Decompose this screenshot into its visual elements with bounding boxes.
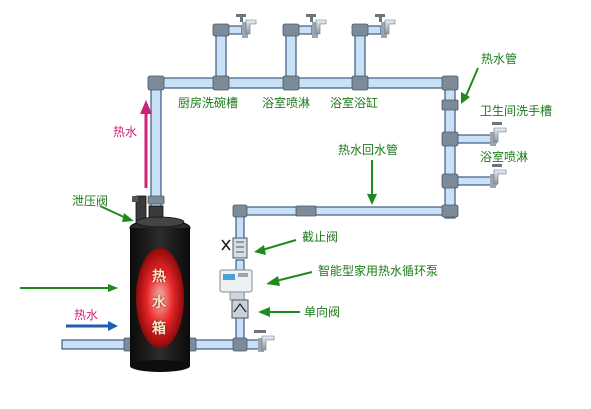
stop-valve-pointer-icon [254,239,297,255]
hot-water-in-arrow-icon [66,321,118,331]
hot-water-supply-pipe [150,25,497,221]
faucet-wash-basin-icon [490,122,507,146]
faucet-kitchen-icon [236,14,257,38]
label-pump: 智能型家用热水循环泵 [318,264,439,278]
faucet-shower-right-icon [490,164,507,188]
label-pressure-valve: 泄压阀 [72,194,109,208]
pressure-valve-pointer-icon [99,205,134,222]
label-bathroom-shower-right: 浴室喷淋 [480,150,529,164]
label-check-valve: 单向阀 [304,305,341,319]
label-wash-basin: 卫生间洗手槽 [480,104,553,118]
return-pipe-pointer-icon [367,160,377,205]
hot-water-tank [129,216,191,372]
stop-valve-icon [221,237,248,259]
tank-label-char-3: 箱 [152,321,166,337]
faucet-bottom-icon [254,330,275,352]
label-hot-water-pipe: 热水管 [481,52,518,66]
check-valve-icon [231,299,249,319]
inlet-arrow-icon [20,284,118,292]
label-hot-water-up: 热水 [113,125,138,139]
check-valve-pointer-icon [258,307,300,317]
circulation-pump-icon [219,269,253,301]
tank-label-char-2: 水 [152,295,166,311]
faucet-shower-top-icon [306,14,327,38]
label-bathroom-tub: 浴室浴缸 [330,96,379,110]
label-bathroom-shower-top: 浴室喷淋 [262,96,311,110]
tank-heat-glow [136,248,184,348]
label-hot-water-in: 热水 [74,308,99,322]
pump-pointer-icon [266,271,313,286]
inlet-pipe [61,339,135,350]
hot-water-pipe-pointer-icon [461,67,479,104]
hot-water-up-arrow-icon [140,100,152,188]
label-stop-valve: 截止阀 [302,230,339,244]
label-return-pipe: 热水回水管 [338,143,399,157]
label-kitchen-sink: 厨房洗碗槽 [178,96,239,110]
tank-label-char-1: 热 [152,269,166,285]
faucet-tub-icon [375,14,396,38]
